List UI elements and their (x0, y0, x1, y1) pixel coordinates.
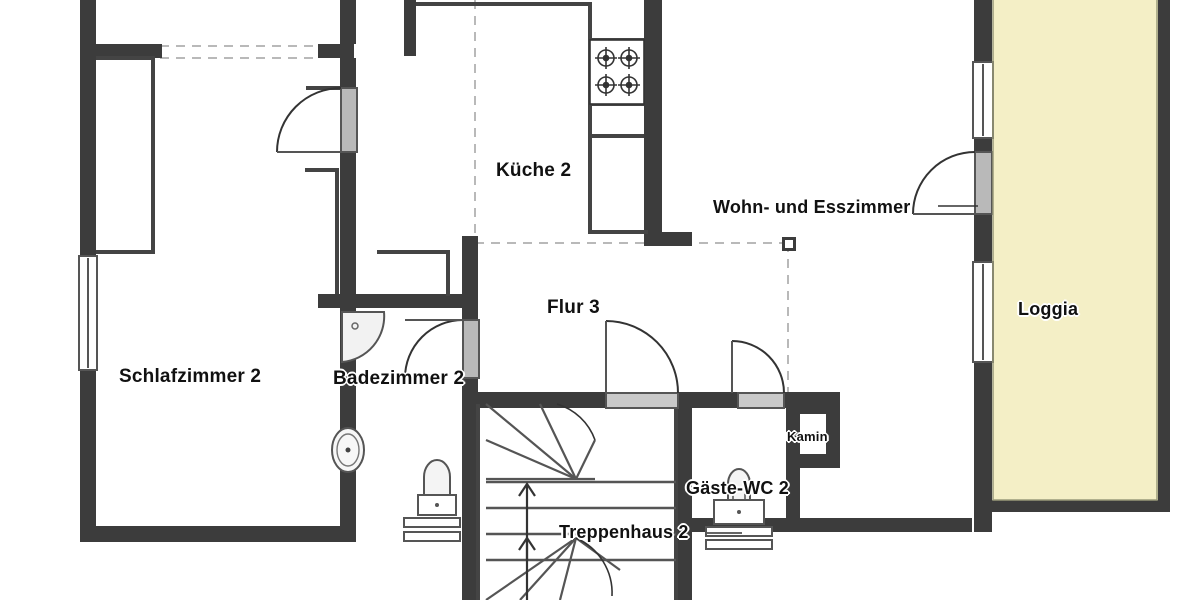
wall-wc-east (786, 468, 800, 530)
stairwell-outline (476, 404, 678, 600)
closet-small-outline (377, 250, 450, 296)
wall-east-a (974, 0, 992, 64)
wall-kamin-south (786, 454, 840, 468)
wall-loggia-south (974, 500, 1170, 512)
wall-kuche-east-foot (644, 232, 692, 246)
wall-south-bedroom (80, 526, 352, 542)
washbasin-icon (331, 427, 365, 473)
windows (78, 61, 994, 371)
wall-west-lower (80, 368, 96, 542)
wall-east-c (974, 212, 992, 264)
door-badezimmer-2 (404, 319, 480, 379)
wall-bath-north (318, 294, 468, 308)
window-east-south (972, 261, 994, 363)
wall-flur-south-a (478, 392, 606, 408)
door-flur-wc (731, 340, 785, 409)
wall-loggia-east (1158, 0, 1170, 512)
door-leaf (737, 392, 785, 409)
door-schlafzimmer-2 (276, 87, 358, 153)
door-swing-arc (276, 87, 342, 153)
wall-east-d (974, 360, 992, 532)
closet-upper-outline (305, 168, 339, 294)
burner-4 (618, 74, 640, 96)
wall-flur-south-b (678, 392, 742, 408)
wall-west-upper (80, 0, 96, 258)
wall-stair-east (676, 392, 692, 600)
loggia-outline (992, 0, 1158, 501)
toilet-bathroom-icon (403, 459, 461, 542)
door-leaf (340, 87, 358, 153)
wall-kamin-east (826, 400, 840, 468)
door-swing-arc (404, 319, 464, 379)
wall-bath-east-lower (462, 378, 478, 600)
door-swing-arc (912, 151, 976, 215)
door-swing-arc (731, 340, 785, 394)
interior-thin-walls (96, 2, 678, 600)
wardrobe-outline (96, 56, 155, 254)
wall-kuche-west (404, 0, 416, 54)
door-swing-arc (605, 320, 679, 394)
doors (276, 87, 993, 409)
burner-3 (595, 74, 617, 96)
loggia-area-fill (993, 0, 1165, 510)
burner-1 (595, 47, 617, 69)
shower-tray-icon (341, 311, 386, 364)
window-west (78, 255, 98, 371)
door-leaf (605, 392, 679, 409)
kuche-outline (416, 2, 648, 234)
burner-2 (618, 47, 640, 69)
wall-kuche-east (644, 0, 662, 232)
kitchen-stove-icon (589, 39, 645, 105)
structural-column-icon (782, 237, 796, 251)
kamin-void (800, 414, 826, 454)
wall-top-left-stub (96, 44, 162, 58)
staircase-icon (485, 403, 676, 600)
wall-kuche-north-left (404, 44, 416, 56)
toilet-guest-wc-icon (705, 468, 773, 550)
wall-bedroom-east-mid (340, 58, 356, 88)
stair-direction-arrow (518, 482, 536, 600)
structural-walls (80, 0, 1170, 600)
door-leaf (974, 151, 993, 215)
wall-kamin-west (786, 400, 800, 468)
wall-wc-south2 (800, 518, 972, 532)
window-east-north (972, 61, 994, 139)
wall-bedroom-east-upper (340, 0, 356, 44)
door-leaf (462, 319, 480, 379)
door-loggia (912, 151, 993, 215)
wall-top-right-stub (318, 44, 354, 58)
door-flur-stairwell (605, 320, 679, 409)
